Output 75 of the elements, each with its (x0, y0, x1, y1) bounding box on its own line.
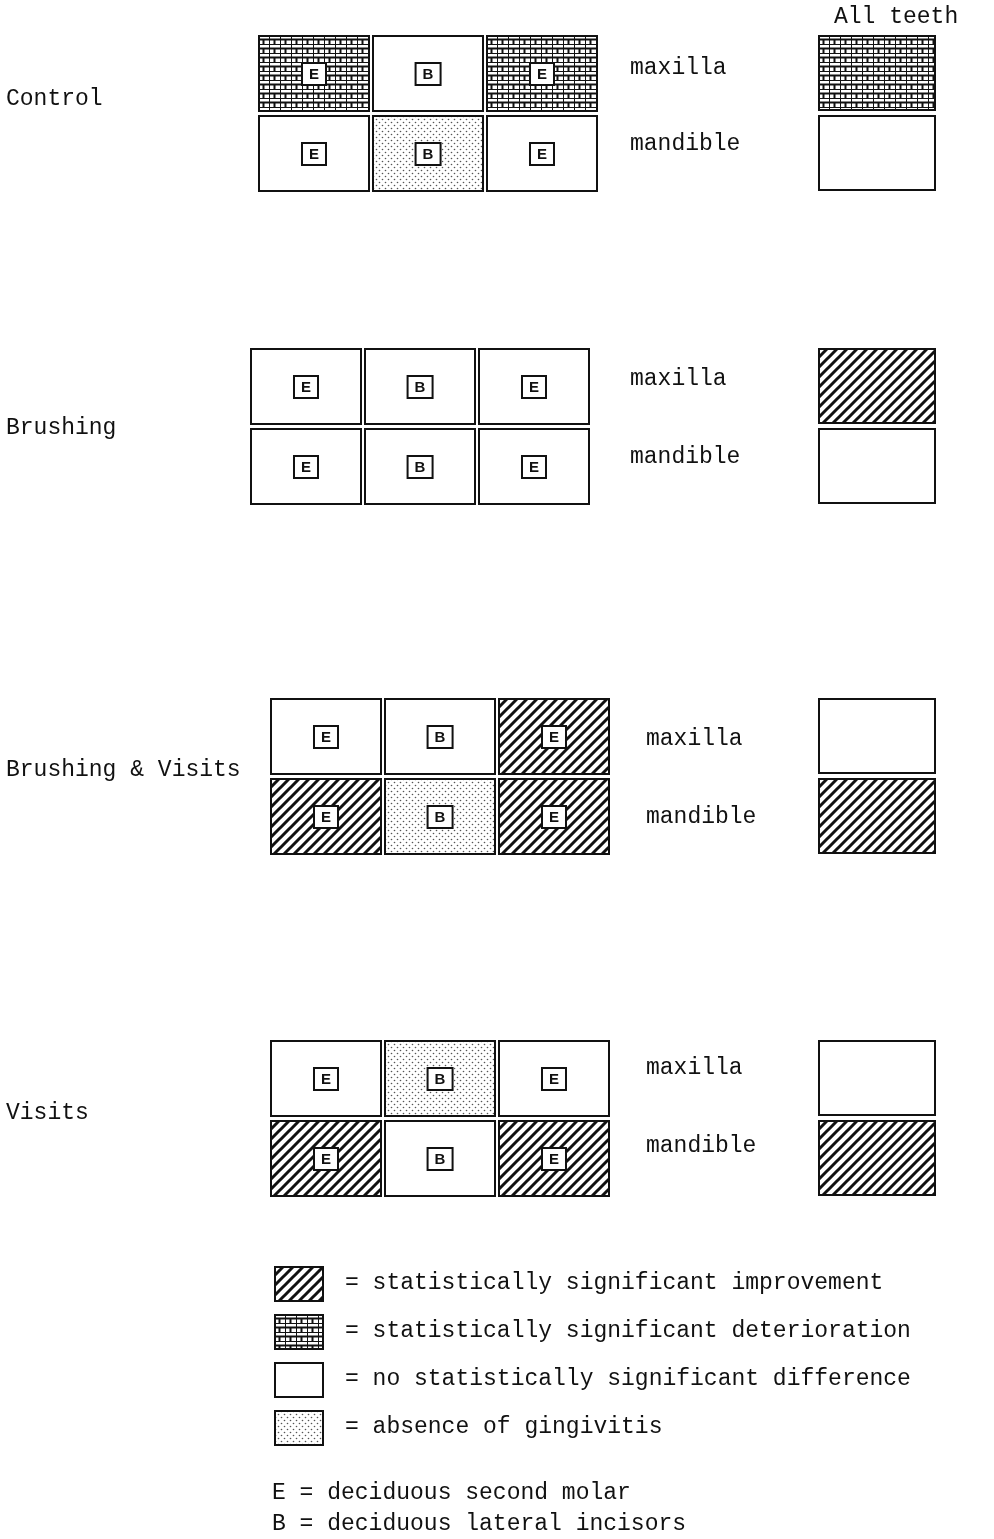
jaw-label: mandible (630, 444, 741, 470)
plain-tooth-box (384, 698, 496, 775)
tooth-code: E (313, 1066, 339, 1091)
tooth-code: B (426, 724, 454, 749)
key-note: E = deciduous second molar (272, 1480, 631, 1506)
plain-tooth-box (384, 1120, 496, 1197)
jaw-label: maxilla (646, 1055, 743, 1081)
legend-text: = statistically significant improvement (345, 1270, 884, 1296)
plain-summary-box (818, 1040, 936, 1116)
plain-tooth-box (486, 115, 598, 192)
tooth-code: B (414, 141, 442, 166)
jaw-label: mandible (646, 1133, 757, 1159)
hatched-tooth-box (498, 1120, 610, 1197)
legend-text: = no statistically significant difference (345, 1366, 911, 1392)
tooth-code: E (541, 804, 567, 829)
grid-summary-box (818, 35, 936, 111)
legend-text: = statistically significant deterioration (345, 1318, 911, 1344)
tooth-code: E (293, 374, 319, 399)
hatched-tooth-box (498, 698, 610, 775)
tooth-code: B (426, 804, 454, 829)
tooth-code: E (541, 724, 567, 749)
tooth-code: E (521, 374, 547, 399)
hatched-summary-box (818, 778, 936, 854)
tooth-code: B (414, 61, 442, 86)
plain-tooth-box (478, 348, 590, 425)
hatched-summary-box (818, 1120, 936, 1196)
plain-tooth-box (364, 428, 476, 505)
plain-tooth-box (258, 115, 370, 192)
group-label: Control (6, 86, 103, 112)
plain-summary-box (818, 698, 936, 774)
group-label: Brushing (6, 415, 117, 441)
jaw-label: maxilla (630, 366, 727, 392)
tooth-code: E (521, 454, 547, 479)
plain-summary-box (818, 115, 936, 191)
tooth-code: E (529, 61, 555, 86)
key-note: B = deciduous lateral incisors (272, 1511, 687, 1537)
tooth-code: B (406, 454, 434, 479)
tooth-code: E (313, 1146, 339, 1171)
jaw-label: maxilla (646, 726, 743, 752)
plain-tooth-box (498, 1040, 610, 1117)
jaw-label: maxilla (630, 55, 727, 81)
hatched-summary-box (818, 348, 936, 424)
tooth-code: E (293, 454, 319, 479)
plain-tooth-box (364, 348, 476, 425)
tooth-code: E (301, 141, 327, 166)
hatched-tooth-box (270, 1120, 382, 1197)
plain-tooth-box (270, 698, 382, 775)
plain-tooth-box (478, 428, 590, 505)
hatched-tooth-box (498, 778, 610, 855)
dotted-tooth-box (384, 1040, 496, 1117)
tooth-code: E (301, 61, 327, 86)
tooth-code: E (541, 1146, 567, 1171)
grid-tooth-box (258, 35, 370, 112)
hatched-tooth-box (270, 778, 382, 855)
tooth-code: B (426, 1146, 454, 1171)
grid-tooth-box (486, 35, 598, 112)
tooth-code: E (313, 724, 339, 749)
group-label: Brushing & Visits (6, 757, 241, 783)
dotted-tooth-box (372, 115, 484, 192)
plain-summary-box (818, 428, 936, 504)
plain-tooth-box (372, 35, 484, 112)
jaw-label: mandible (646, 804, 757, 830)
legend-text: = absence of gingivitis (345, 1414, 663, 1440)
jaw-label: mandible (630, 131, 741, 157)
plain-tooth-box (250, 428, 362, 505)
plain-tooth-box (250, 348, 362, 425)
tooth-code: E (529, 141, 555, 166)
dotted-tooth-box (384, 778, 496, 855)
plain-tooth-box (270, 1040, 382, 1117)
tooth-code: E (541, 1066, 567, 1091)
tooth-code: B (426, 1066, 454, 1091)
tooth-code: E (313, 804, 339, 829)
tooth-code: B (406, 374, 434, 399)
group-label: Visits (6, 1100, 89, 1126)
column-heading: All teeth (834, 4, 959, 30)
